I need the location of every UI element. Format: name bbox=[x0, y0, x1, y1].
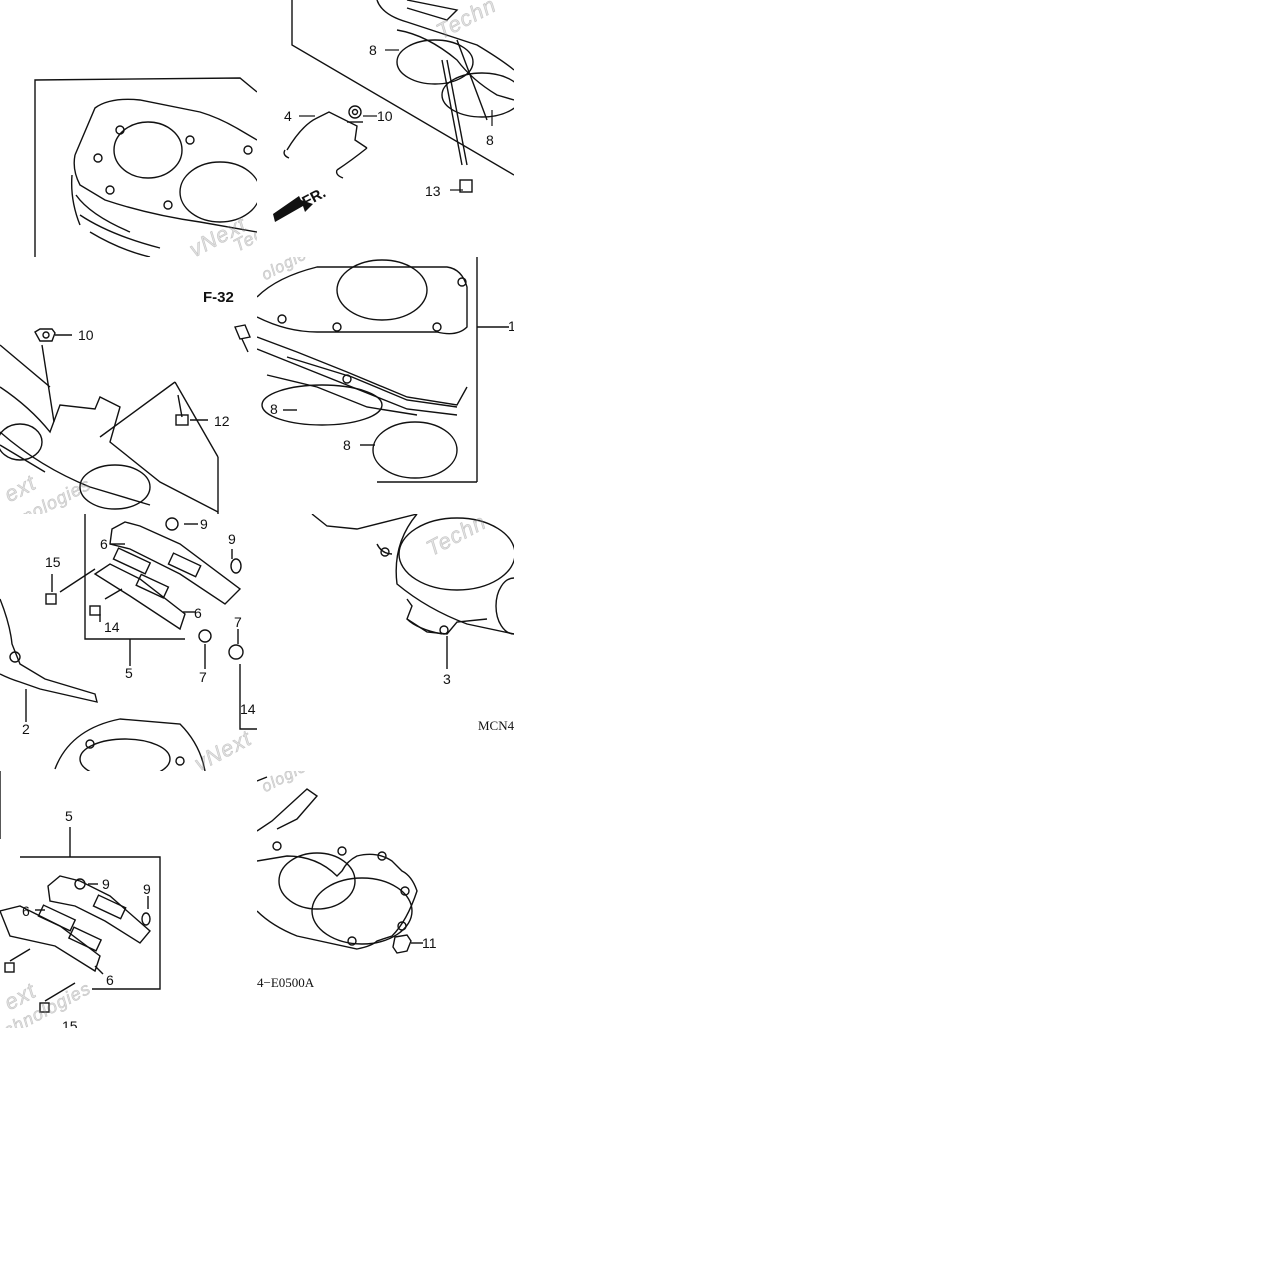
callout-8: 8 bbox=[369, 42, 377, 58]
callout-2: 2 bbox=[22, 721, 30, 737]
callout-9: 9 bbox=[200, 516, 208, 532]
callout-8: 8 bbox=[486, 132, 494, 148]
callout-4: 4 bbox=[284, 108, 292, 124]
callout-14: 14 bbox=[240, 701, 256, 717]
callout-11: 11 bbox=[422, 935, 437, 951]
callout-3: 3 bbox=[443, 671, 451, 687]
section-reference: F-32 bbox=[203, 289, 234, 306]
callout-6: 6 bbox=[194, 605, 202, 621]
callout-6: 6 bbox=[22, 903, 30, 919]
callout-9: 9 bbox=[228, 531, 236, 547]
callout-9: 9 bbox=[143, 881, 151, 897]
base-gasket-drawing bbox=[311, 514, 514, 669]
diagram-code: MCN4 bbox=[478, 718, 514, 733]
cylinder-block-drawing bbox=[34, 77, 257, 257]
tile-cylinder-middle-left: F-32 10 12 ext chnologies bbox=[0, 257, 257, 514]
tile-reed-valve-left: 9 9 6 15 6 14 7 5 7 2 14 vNext bbox=[0, 514, 257, 771]
cylinder-and-orings-drawing bbox=[257, 257, 509, 483]
tile-cylinder-top-right: 8 4 10 8 13 FR. Techn bbox=[257, 0, 514, 257]
callout-15: 15 bbox=[62, 1018, 78, 1028]
callout-8: 8 bbox=[270, 401, 278, 417]
tile-reed-valve-bottom: 5 9 9 6 6 15 ext chnologies bbox=[0, 771, 257, 1028]
callout-10: 10 bbox=[377, 108, 393, 124]
cylinder-head-drawing bbox=[0, 324, 251, 514]
tile-gasket-right: 3 MCN4 Techn bbox=[257, 514, 514, 771]
callout-5: 5 bbox=[65, 808, 73, 824]
callout-7: 7 bbox=[199, 669, 207, 685]
callout-15: 15 bbox=[45, 554, 61, 570]
diagram-code: 4−E0500A bbox=[257, 975, 315, 990]
tile-cylinder-top-left: vNext Tec bbox=[0, 0, 257, 257]
callout-12: 12 bbox=[214, 413, 230, 429]
callout-8: 8 bbox=[343, 437, 351, 453]
reed-valve-closeup-drawing bbox=[0, 771, 161, 1013]
callout-6: 6 bbox=[106, 972, 114, 988]
callout-5: 5 bbox=[125, 665, 133, 681]
callout-14: 14 bbox=[104, 619, 120, 635]
callout-13: 13 bbox=[425, 183, 441, 199]
tile-cylinder-middle-right: 1 8 8 ologies bbox=[257, 257, 514, 514]
front-arrow-icon bbox=[273, 196, 313, 222]
tile-head-gasket-bottom: 11 4−E0500A ologies bbox=[257, 771, 514, 1028]
head-gasket-drawing bbox=[257, 776, 423, 954]
bracket-and-bolt-drawing bbox=[273, 0, 514, 222]
callout-7: 7 bbox=[234, 614, 242, 630]
callout-6: 6 bbox=[100, 536, 108, 552]
reed-valve-assembly-drawing bbox=[0, 514, 257, 771]
callout-9: 9 bbox=[102, 876, 110, 892]
callout-10: 10 bbox=[78, 327, 94, 343]
callout-1: 1 bbox=[508, 318, 514, 334]
